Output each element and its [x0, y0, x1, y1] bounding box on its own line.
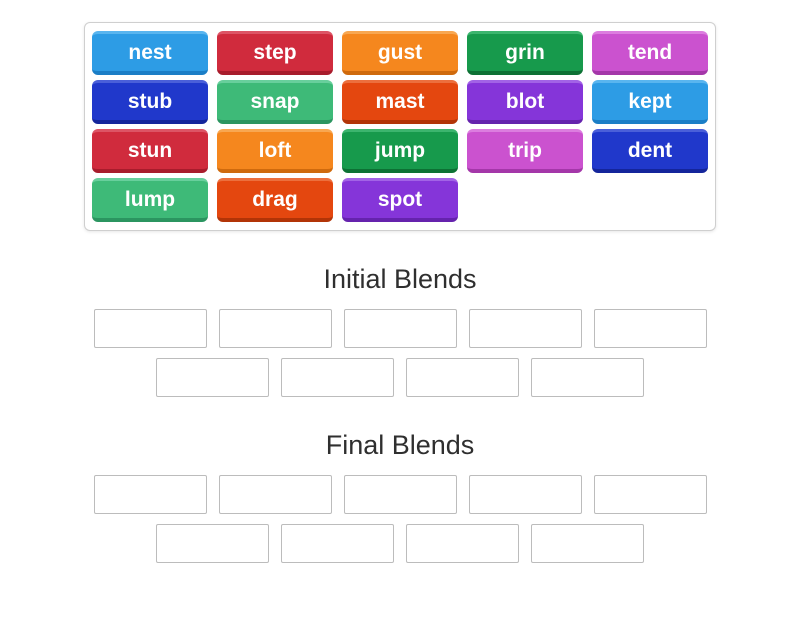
word-tile-stub[interactable]: stub: [92, 80, 208, 124]
drop-slot[interactable]: [93, 475, 207, 514]
word-tile-mast[interactable]: mast: [342, 80, 458, 124]
word-tile-lump[interactable]: lump: [92, 178, 208, 222]
drop-slot[interactable]: [406, 358, 519, 397]
drop-row: [0, 309, 800, 348]
word-tile-jump[interactable]: jump: [342, 129, 458, 173]
drop-slot[interactable]: [156, 358, 269, 397]
drop-slot[interactable]: [593, 475, 707, 514]
drop-slot[interactable]: [468, 309, 582, 348]
drop-slot[interactable]: [93, 309, 207, 348]
drop-slot[interactable]: [156, 524, 269, 563]
word-tile-nest[interactable]: nest: [92, 31, 208, 75]
drop-area-initial-blends: [0, 309, 800, 397]
drop-row: [0, 524, 800, 563]
drop-slot[interactable]: [343, 475, 457, 514]
drop-area-final-blends: [0, 475, 800, 563]
drop-slot[interactable]: [281, 524, 394, 563]
word-tile-snap[interactable]: snap: [217, 80, 333, 124]
group-final-blends: Final Blends: [0, 430, 800, 563]
drop-slot[interactable]: [218, 309, 332, 348]
drop-slot[interactable]: [593, 309, 707, 348]
word-tile-dent[interactable]: dent: [592, 129, 708, 173]
drop-slot[interactable]: [531, 358, 644, 397]
drop-slot[interactable]: [343, 309, 457, 348]
word-tile-kept[interactable]: kept: [592, 80, 708, 124]
drop-row: [0, 358, 800, 397]
drop-slot[interactable]: [468, 475, 582, 514]
drop-slot[interactable]: [218, 475, 332, 514]
word-tile-trip[interactable]: trip: [467, 129, 583, 173]
drop-slot[interactable]: [531, 524, 644, 563]
word-tile-grin[interactable]: grin: [467, 31, 583, 75]
word-tile-blot[interactable]: blot: [467, 80, 583, 124]
word-tile-stun[interactable]: stun: [92, 129, 208, 173]
group-initial-blends: Initial Blends: [0, 264, 800, 397]
word-tile-tend[interactable]: tend: [592, 31, 708, 75]
word-tile-gust[interactable]: gust: [342, 31, 458, 75]
drop-slot[interactable]: [281, 358, 394, 397]
word-tile-spot[interactable]: spot: [342, 178, 458, 222]
group-title-initial-blends: Initial Blends: [323, 264, 477, 294]
drop-slot[interactable]: [406, 524, 519, 563]
drop-row: [0, 475, 800, 514]
word-tile-drag[interactable]: drag: [217, 178, 333, 222]
group-title-final-blends: Final Blends: [325, 430, 475, 460]
word-tile-step[interactable]: step: [217, 31, 333, 75]
word-tile-loft[interactable]: loft: [217, 129, 333, 173]
